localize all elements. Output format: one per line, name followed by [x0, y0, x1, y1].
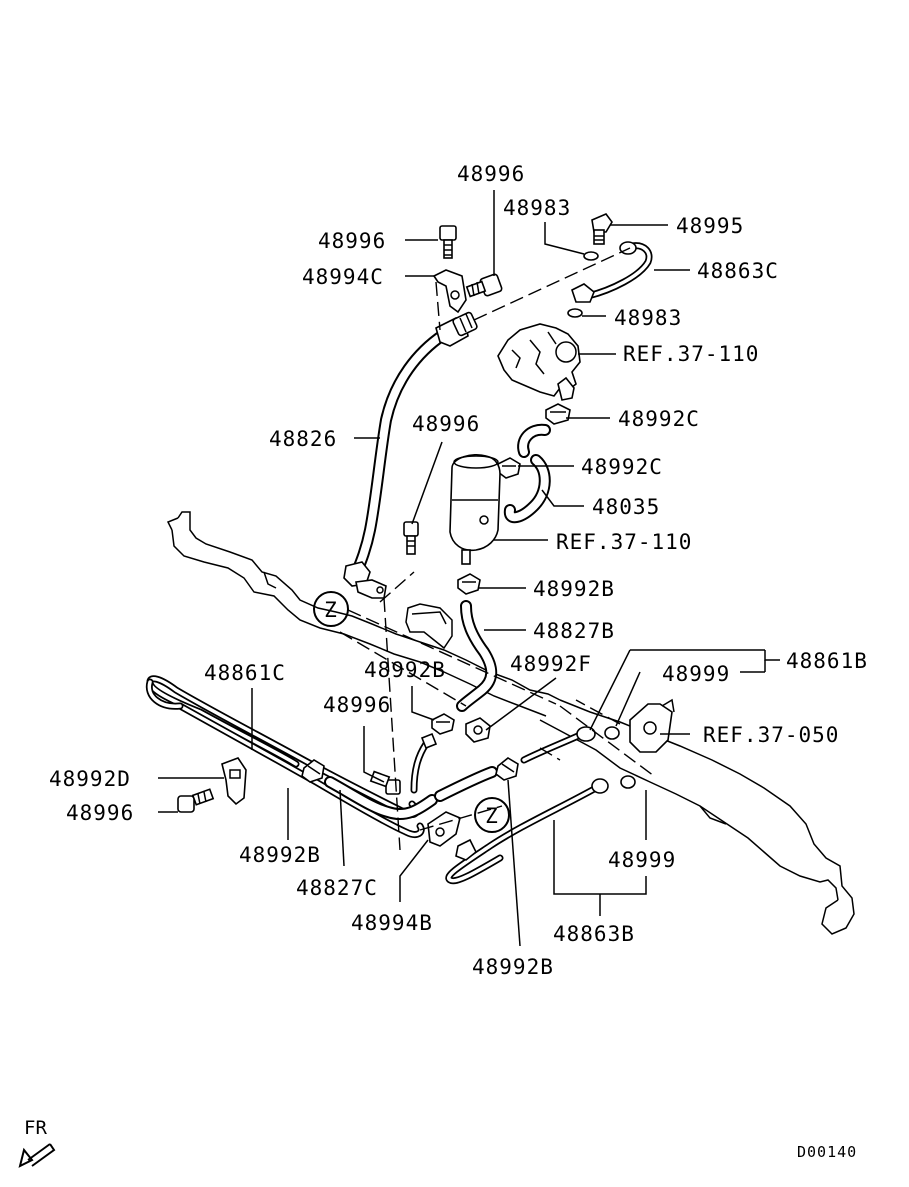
- bolt-48995: [591, 213, 613, 245]
- pressure-hose-48826: [343, 311, 478, 599]
- gear-bracket: [405, 603, 453, 650]
- clamp-48992F: [465, 717, 491, 743]
- label-48863B: 48863B: [553, 922, 635, 946]
- label-48992B-b: 48992B: [364, 658, 446, 682]
- bolt-48996-top: [465, 273, 503, 298]
- label-48999-b: 48999: [608, 848, 676, 872]
- svg-text:Z: Z: [485, 804, 499, 828]
- label-48992D: 48992D: [49, 767, 131, 791]
- label-48992B-c: 48992B: [239, 843, 321, 867]
- clamp-48992B-b: [431, 713, 455, 735]
- pipe-48861B: [520, 726, 596, 764]
- clamp-48992B-a: [457, 573, 481, 595]
- washer-48999-b: [620, 775, 636, 789]
- label-48863C: 48863C: [697, 259, 779, 283]
- label-48999-a: 48999: [662, 662, 730, 686]
- label-48826: 48826: [269, 427, 337, 451]
- leader-lines: [158, 190, 780, 947]
- svg-text:Z: Z: [324, 598, 338, 622]
- pipe-48863C: [571, 241, 653, 303]
- diagram-code: D00140: [797, 1143, 857, 1161]
- z-marker-1: Z: [313, 591, 349, 627]
- bracket-48992D: [221, 757, 247, 806]
- label-48861C: 48861C: [204, 661, 286, 685]
- return-hose-48035: [503, 423, 551, 524]
- label-48996-bottom: 48996: [66, 801, 134, 825]
- label-48994B: 48994B: [351, 911, 433, 935]
- label-ref-37-110-b: REF.37-110: [556, 530, 692, 554]
- bracket-48994B: [427, 811, 461, 847]
- part-labels: 48996 48983 48995 48996 48863C 48994C 48…: [49, 162, 868, 979]
- label-48827B: 48827B: [533, 619, 615, 643]
- clamp-48992C-b: [497, 457, 521, 479]
- label-48992F: 48992F: [510, 652, 592, 676]
- label-48983-mid: 48983: [614, 306, 682, 330]
- bolt-48996-left: [439, 225, 457, 259]
- label-48992C-b: 48992C: [581, 455, 663, 479]
- front-direction-indicator: FR: [18, 1117, 56, 1168]
- clamp-48992B-c: [301, 759, 325, 783]
- bracket-48994C: [432, 269, 467, 314]
- bolt-48996-mid: [403, 521, 419, 555]
- washer-48983-top: [583, 251, 599, 261]
- oil-pump: [497, 323, 581, 401]
- return-hose-48827C: [324, 766, 498, 821]
- clamp-48992C-a: [545, 403, 571, 425]
- pipe-48863B: [445, 778, 609, 885]
- tube-connector: [410, 732, 438, 794]
- reference-lines: [339, 247, 655, 851]
- label-48996-left: 48996: [318, 229, 386, 253]
- clamp-48992B-d: [495, 757, 519, 781]
- gear-valve: [629, 698, 675, 753]
- washer-48983-mid: [567, 308, 583, 318]
- label-48996-mid: 48996: [412, 412, 480, 436]
- label-48994C: 48994C: [302, 265, 384, 289]
- label-48827C: 48827C: [296, 876, 378, 900]
- label-48035: 48035: [592, 495, 660, 519]
- suction-hose-48827B: [456, 600, 498, 712]
- label-48861B: 48861B: [786, 649, 868, 673]
- label-48992C-a: 48992C: [618, 407, 700, 431]
- label-48992B-d: 48992B: [472, 955, 554, 979]
- washer-48999-a: [604, 726, 620, 740]
- label-48992B-a: 48992B: [533, 577, 615, 601]
- oil-reservoir: [449, 453, 501, 565]
- label-48996-top: 48996: [457, 162, 525, 186]
- label-48983-top: 48983: [503, 196, 571, 220]
- fr-label: FR: [24, 1117, 47, 1139]
- label-48995: 48995: [676, 214, 744, 238]
- z-marker-2: Z: [474, 797, 510, 833]
- label-ref-37-050: REF.37-050: [703, 723, 839, 747]
- bolt-48996-bottom: [177, 788, 215, 813]
- label-ref-37-110-a: REF.37-110: [623, 342, 759, 366]
- label-48996-low: 48996: [323, 693, 391, 717]
- front-arrow-icon: [18, 1143, 56, 1168]
